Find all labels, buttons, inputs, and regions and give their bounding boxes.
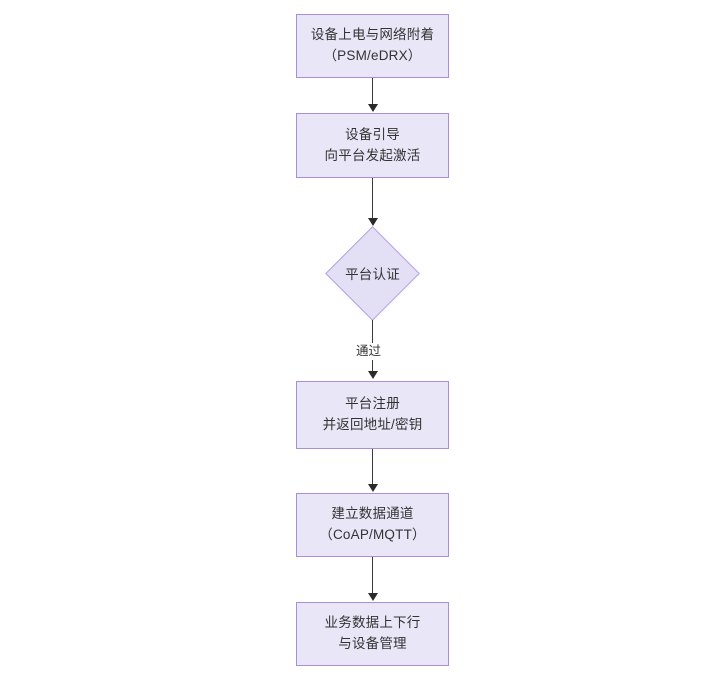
- flow-node-business-data-line-1: 业务数据上下行: [324, 615, 421, 631]
- flow-node-data-channel-line-1: 建立数据通道: [331, 506, 414, 522]
- flow-node-power-on-line-2: （PSM/eDRX）: [323, 48, 422, 63]
- flow-node-business-data-line-2: 与设备管理: [338, 636, 407, 651]
- flow-node-device-bootstrap-line-1: 设备引导: [345, 126, 400, 142]
- flow-edge-2-arrowhead: [368, 218, 378, 226]
- flow-node-device-bootstrap-line-2: 向平台发起激活: [324, 147, 421, 163]
- flow-node-device-bootstrap[interactable]: 设备引导 向平台发起激活: [296, 113, 449, 178]
- flow-edge-2-line: [372, 178, 373, 219]
- flow-edge-5-line: [372, 557, 373, 594]
- flow-node-data-channel[interactable]: 建立数据通道 （CoAP/MQTT）: [296, 493, 449, 557]
- flow-node-platform-register-line-2: 并返回地址/密钥: [322, 417, 423, 432]
- flow-edge-1-line: [372, 78, 373, 105]
- flow-edge-1-arrowhead: [368, 104, 378, 112]
- flow-node-platform-auth-label: 平台认证: [345, 267, 400, 282]
- flow-edge-3-label: 通过: [353, 343, 385, 360]
- flow-node-business-data[interactable]: 业务数据上下行 与设备管理: [296, 602, 449, 666]
- flow-node-power-on[interactable]: 设备上电与网络附着 （PSM/eDRX）: [296, 14, 449, 78]
- flow-node-data-channel-line-2: （CoAP/MQTT）: [319, 527, 426, 542]
- flow-edge-4-arrowhead: [368, 484, 378, 492]
- flow-node-power-on-line-1: 设备上电与网络附着: [310, 27, 435, 43]
- flow-edge-3-arrowhead: [368, 371, 378, 379]
- flow-edge-5-arrowhead: [368, 593, 378, 601]
- flow-edge-4-line: [372, 449, 373, 485]
- flow-node-platform-register-line-1: 平台注册: [345, 396, 400, 412]
- flow-node-platform-register[interactable]: 平台注册 并返回地址/密钥: [296, 381, 449, 449]
